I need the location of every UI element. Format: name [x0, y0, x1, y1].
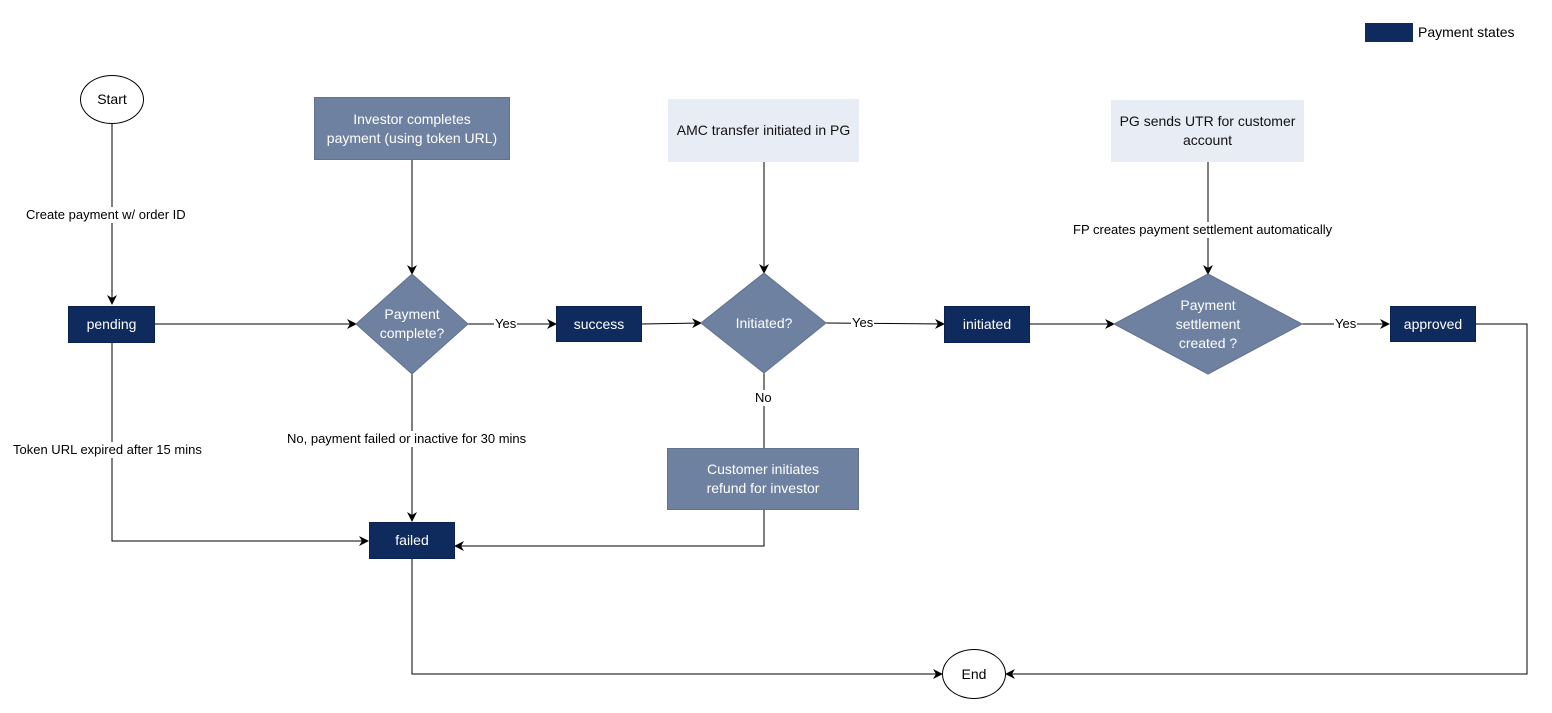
- edge-failed-end: [411, 559, 943, 679]
- edge-label-no-initiated: No: [754, 390, 773, 406]
- state-initiated: initiated: [944, 306, 1030, 343]
- process-amc-transfer: AMC transfer initiated in PG: [668, 99, 859, 162]
- edge-approved-end: [1005, 323, 1528, 679]
- decision-settlement-label: Payment settlement created ?: [1175, 296, 1241, 351]
- process-pg-sends-utr: PG sends UTR for customer account: [1111, 100, 1304, 162]
- edge-label-payment-failed: No, payment failed or inactive for 30 mi…: [286, 431, 528, 447]
- state-failed: failed: [369, 522, 455, 559]
- state-success: success: [556, 306, 642, 342]
- edge-label-create-payment: Create payment w/ order ID: [25, 207, 187, 223]
- end-node: End: [942, 649, 1006, 699]
- decision-settlement: [1112, 273, 1304, 375]
- decision-payment-complete: [355, 273, 469, 375]
- edge-label-fp-creates: FP creates payment settlement automatica…: [1072, 222, 1334, 238]
- decision-initiated: [700, 272, 827, 374]
- process-customer-refund: Customer initiates refund for investor: [667, 448, 859, 510]
- edge-label-yes-initiated: Yes: [851, 315, 875, 331]
- legend-swatch: [1365, 23, 1413, 42]
- edge-initiateddec-initiated: [825, 318, 945, 329]
- state-approved: approved: [1390, 306, 1476, 342]
- edge-refund-failed: [454, 510, 765, 551]
- edge-label-token-expired: Token URL expired after 15 mins: [12, 442, 203, 458]
- start-node: Start: [80, 75, 144, 124]
- decision-payment-complete-label: Payment complete?: [379, 306, 445, 341]
- process-investor-completes-payment: Investor completes payment (using token …: [314, 97, 510, 160]
- edge-success-initiated: [641, 318, 702, 329]
- edge-label-yes-payment: Yes: [494, 316, 518, 332]
- edge-pending-failed: [111, 343, 369, 546]
- decision-initiated-label: Initiated?: [735, 314, 793, 331]
- state-pending: pending: [68, 306, 155, 343]
- legend-label: Payment states: [1418, 24, 1515, 40]
- edge-label-yes-settlement: Yes: [1334, 316, 1358, 332]
